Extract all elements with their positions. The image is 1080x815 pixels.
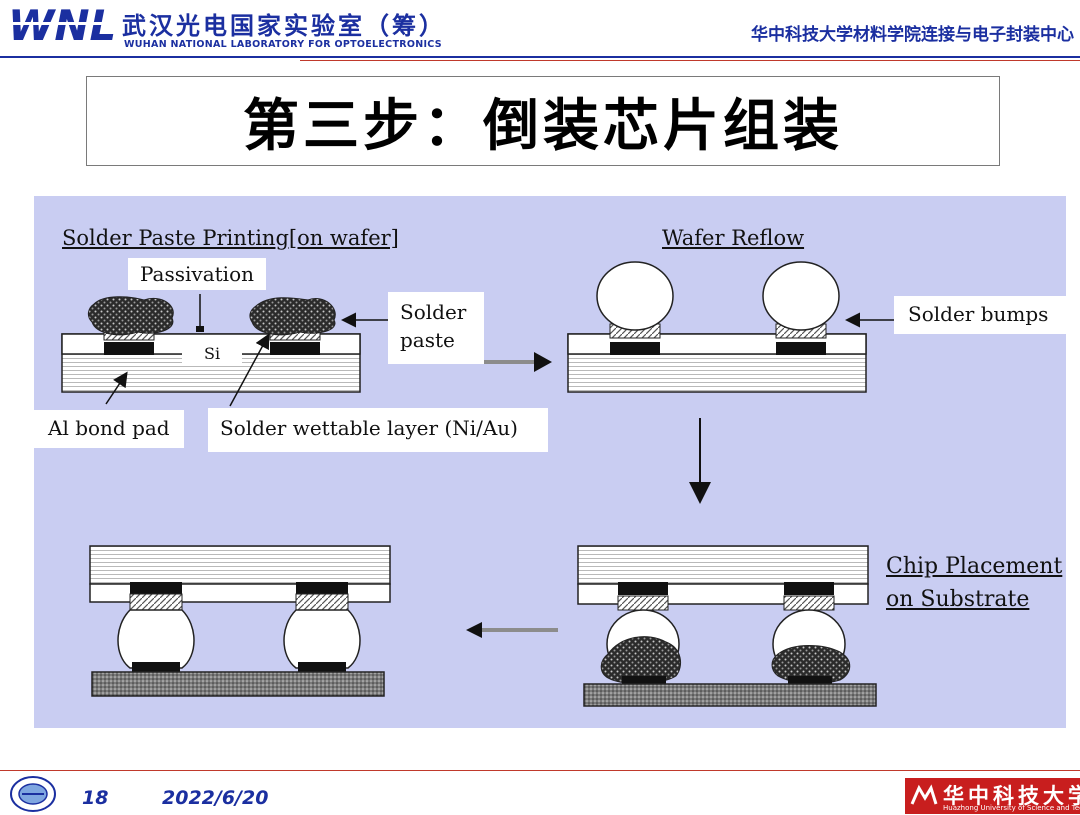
placed-paste-right (771, 645, 851, 684)
label-si: Si (182, 344, 243, 363)
arrow-to-assembled-head (466, 622, 482, 638)
heading-chip-placement: Chip Placement on Substrate (886, 550, 1062, 616)
assembled-substrate-pad-left (132, 662, 180, 672)
panel-assembled (89, 545, 391, 697)
al-bond-pad-right (270, 342, 320, 355)
solder-bump-right (762, 261, 840, 331)
page-number: 18 (82, 787, 109, 809)
placed-pad-left (618, 582, 668, 595)
passivation-tick (196, 326, 204, 332)
heading-chip-placement-line2: on Substrate (886, 587, 1030, 612)
panel-chip-placement (577, 545, 877, 707)
label-solder-bumps: Solder bumps (894, 296, 1071, 334)
placed-wettable-left (617, 595, 669, 611)
heading-wafer-reflow: Wafer Reflow (662, 226, 805, 250)
footer-divider (0, 770, 1080, 771)
arrow-to-reflow-head (534, 352, 552, 372)
hust-logo-icon (909, 784, 939, 808)
university-seal-icon (10, 776, 56, 812)
lab-name-en: WUHAN NATIONAL LABORATORY FOR OPTOELECTR… (124, 39, 442, 50)
wettable-pointer (229, 333, 270, 407)
footer-date: 2022/6/20 (162, 787, 269, 809)
slide-title: 第三步：倒装芯片组装 (243, 92, 843, 159)
al-pad-pointer (105, 371, 128, 405)
placed-pad-right (784, 582, 834, 595)
university-name-en: Huazhong University of Science and Techn… (943, 804, 1080, 812)
wnl-logo: WNL (8, 4, 116, 44)
label-al-bond-pad: Al bond pad (34, 410, 184, 448)
university-name-cn: 华中科技大学 (943, 783, 1080, 808)
reflow-pad-right (776, 342, 826, 355)
label-solder-paste-line2: paste (400, 328, 455, 352)
lab-name-cn: 武汉光电国家实验室（筹） (122, 11, 446, 40)
center-name: 华中科技大学材料学院连接与电子封装中心 (751, 25, 1074, 45)
assembled-substrate (91, 671, 385, 697)
panel-paste-printing (61, 294, 406, 407)
reflow-pad-left (610, 342, 660, 355)
solder-paste-right (249, 297, 336, 336)
label-solder-paste-line1: Solder (400, 300, 467, 324)
assembled-chip (89, 545, 391, 585)
label-passivation: Passivation (128, 258, 266, 290)
logo-stripe (8, 22, 116, 25)
assembled-substrate-pad-right (298, 662, 346, 672)
label-solder-paste: Solder paste (388, 292, 484, 364)
header-divider (0, 56, 1080, 58)
arrow-to-placement-head (689, 482, 711, 504)
assembled-pad-right (296, 582, 348, 594)
placement-substrate (583, 683, 877, 707)
university-banner: 华中科技大学 Huazhong University of Science an… (905, 778, 1080, 814)
assembled-wettable-left (129, 593, 183, 611)
substrate-pad-left (622, 676, 666, 684)
assembled-joint-left (117, 609, 195, 669)
placed-chip (577, 545, 869, 585)
placed-wettable-right (783, 595, 835, 611)
slide-title-box: 第三步：倒装芯片组装 (86, 76, 1000, 166)
al-bond-pad-left (104, 342, 154, 355)
solder-bump-left (596, 261, 674, 331)
header-divider-accent (300, 60, 1080, 61)
heading-chip-placement-line1: Chip Placement (886, 554, 1063, 579)
solder-paste-left (87, 296, 174, 336)
heading-paste-printing: Solder Paste Printing[on wafer] (62, 226, 399, 250)
assembled-wettable-right (295, 593, 349, 611)
flip-chip-process-figure: Solder Paste Printing[on wafer] Wafer Re… (34, 196, 1071, 728)
label-wettable-layer: Solder wettable layer (Ni/Au) (208, 408, 548, 452)
panel-wafer-reflow (567, 261, 904, 393)
assembled-joint-right (283, 609, 361, 669)
substrate-pad-right (788, 676, 832, 684)
placed-paste-left (600, 636, 682, 685)
assembled-pad-left (130, 582, 182, 594)
